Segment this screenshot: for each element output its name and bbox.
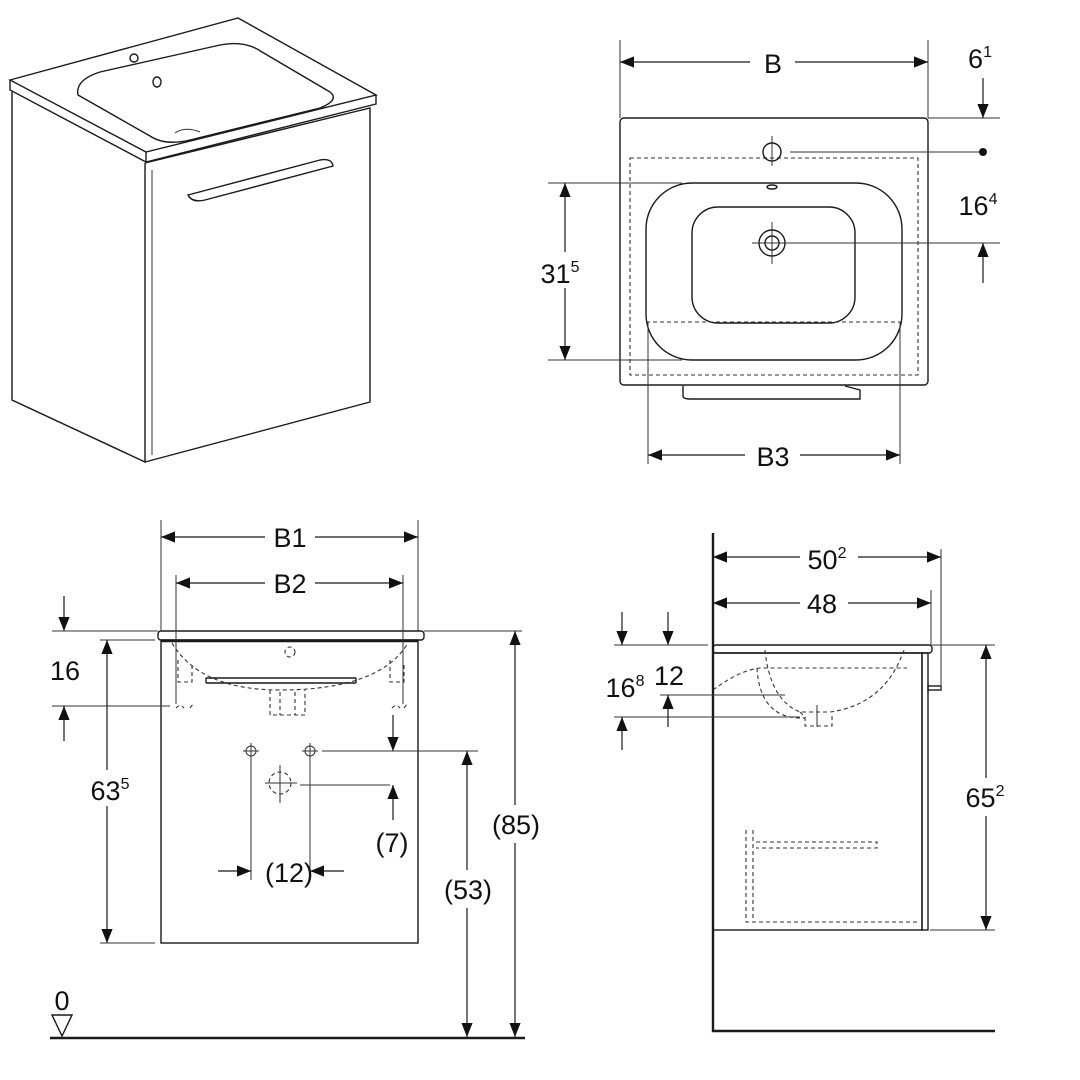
dim-cabinet-height-side: 652 [966,783,1005,813]
front-view: B1 B2 16 635 (7) (12) (53) (85) 0 [50,520,546,1040]
dim-tap-offset: 61 [968,44,992,74]
washbasin-top [8,17,378,153]
floor-level-label: 0 [54,986,69,1016]
isometric-view [8,17,378,464]
dim-basin-depth-outer: 168 [606,673,645,703]
dim-b1: B1 [273,523,306,553]
cabinet-side [11,92,146,464]
dim-connection-offset: (7) [376,828,409,858]
door [921,652,929,931]
tap-hole [129,53,139,63]
dim-basin-depth: 315 [541,259,580,289]
side-view: 502 48 168 12 652 [606,533,1016,1033]
dim-overall-height: (85) [492,810,540,840]
dim-b3: B3 [756,442,789,472]
door-handle [186,158,334,202]
dim-cabinet-depth: 48 [807,589,837,619]
dim-b: B [764,49,782,79]
dim-basin-depth-inner: 12 [654,661,684,691]
dim-connection-height: (53) [444,875,492,905]
dim-cabinet-height: 635 [91,776,130,806]
handle [927,685,942,691]
wall-and-floor [711,533,995,1033]
handle [682,385,861,400]
overflow-hole [152,76,162,88]
dim-overall-depth: 502 [808,545,847,575]
plan-view: B 61 164 315 B3 [530,40,1000,473]
dim-connection-spacing: (12) [265,858,313,888]
floor-level-icon [50,1014,74,1038]
dim-drain-offset: 164 [959,191,998,221]
connection-marks [243,743,318,880]
dim-siphon-depth: 16 [50,656,80,686]
dim-b2: B2 [273,569,306,599]
basin-bowl [76,42,334,143]
cabinet-door [144,107,371,463]
